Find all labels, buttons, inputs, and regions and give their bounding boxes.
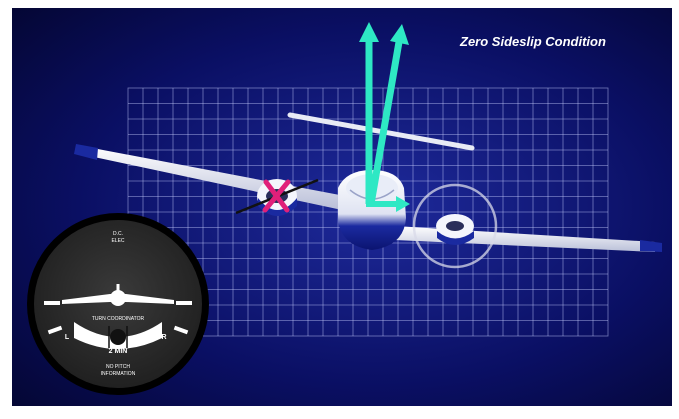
scene-title: Zero Sideslip Condition bbox=[460, 34, 606, 49]
tc-time-label: 2 MIN bbox=[88, 348, 148, 355]
tc-bottom-label-2: INFORMATION bbox=[88, 371, 148, 377]
right-engine bbox=[436, 214, 474, 245]
tc-level-mark-left bbox=[44, 301, 60, 305]
tc-bottom-label-1: NO PITCH bbox=[88, 364, 148, 370]
tc-inclinometer-ball bbox=[110, 329, 126, 345]
tc-top-label-2: ELEC bbox=[98, 238, 138, 244]
tc-top-label-1: D.C. bbox=[98, 231, 138, 237]
tc-right-label: R bbox=[158, 334, 170, 341]
tc-left-label: L bbox=[61, 334, 73, 341]
tc-title: TURN COORDINATOR bbox=[78, 316, 158, 322]
tc-level-mark-right bbox=[176, 301, 192, 305]
